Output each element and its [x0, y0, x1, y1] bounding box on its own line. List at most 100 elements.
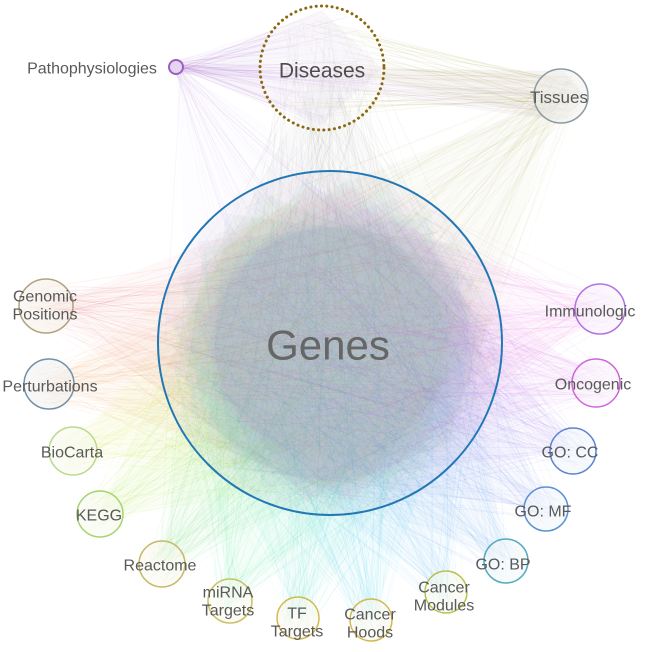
edge-line: [301, 89, 580, 270]
edge-line: [215, 97, 548, 425]
edge-line: [452, 238, 615, 381]
edge-line: [289, 97, 578, 103]
edge-line: [150, 314, 302, 572]
edge-line: [365, 338, 564, 507]
edge-line: [233, 221, 499, 564]
edge-line: [85, 255, 421, 444]
node-cancer-modules[interactable]: [424, 570, 468, 614]
edge-line: [172, 67, 561, 105]
edge-line: [243, 286, 553, 523]
edge-line: [50, 374, 331, 484]
node-pathophysiologies[interactable]: [168, 59, 184, 75]
edge-line: [174, 45, 297, 64]
node-go-cc[interactable]: [549, 427, 597, 475]
edge-line: [249, 363, 586, 466]
edge-line: [434, 77, 568, 366]
edge-line: [306, 308, 598, 418]
edge-wash: [186, 191, 474, 593]
node-kegg[interactable]: [76, 490, 124, 538]
edge-line: [293, 212, 535, 512]
edge-line: [211, 384, 454, 592]
node-genomic-positions[interactable]: [18, 278, 74, 334]
edge-line: [231, 404, 302, 605]
edge-line: [154, 467, 320, 555]
edge-line: [67, 449, 398, 479]
edge-line: [347, 103, 545, 393]
edge-line: [311, 231, 330, 613]
edge-line: [249, 207, 620, 301]
edge-line: [175, 24, 331, 69]
edge-line: [342, 453, 504, 578]
edge-line: [334, 64, 405, 199]
edge-line: [366, 429, 398, 610]
edge-line: [392, 447, 562, 472]
edge-line: [369, 336, 381, 606]
edge-line: [41, 318, 334, 486]
node-oncogenic[interactable]: [571, 358, 621, 408]
node-go-mf[interactable]: [523, 486, 569, 532]
edge-line: [273, 74, 334, 332]
edge-line: [168, 209, 356, 554]
edge-line: [248, 205, 550, 516]
edge-line: [229, 467, 377, 590]
edges-tf-targets-genes: [172, 177, 488, 636]
edge-line: [219, 465, 559, 511]
edge-line: [92, 448, 354, 528]
edge-line: [162, 246, 240, 565]
edges-tissues-genes: [165, 73, 584, 500]
node-go-bp[interactable]: [483, 538, 529, 584]
edge-line: [291, 74, 582, 84]
edge-line: [209, 228, 451, 600]
edge-line: [205, 326, 599, 339]
edge-line: [176, 70, 240, 269]
node-tf-targets[interactable]: [276, 596, 320, 640]
node-tissues[interactable]: [533, 68, 589, 124]
edge-line: [211, 381, 442, 605]
edge-line: [37, 378, 264, 495]
edge-line: [175, 63, 477, 313]
edge-line: [229, 79, 570, 368]
edge-line: [346, 78, 549, 285]
edge-line: [399, 207, 605, 300]
node-genes[interactable]: [157, 170, 503, 516]
node-reactome[interactable]: [138, 540, 186, 588]
node-mirna-targets[interactable]: [207, 578, 253, 624]
edge-line: [147, 290, 448, 573]
edge-line: [59, 384, 300, 459]
edge-line: [375, 401, 389, 615]
edge-line: [364, 234, 417, 612]
edge-line: [249, 393, 555, 521]
edge-line: [264, 300, 610, 396]
edge-line: [295, 485, 410, 617]
edge-line: [63, 294, 278, 466]
node-cancer-hoods[interactable]: [349, 598, 393, 642]
edge-line: [216, 441, 304, 623]
edge-line: [172, 64, 306, 123]
edge-line: [61, 441, 408, 453]
edge-line: [374, 267, 556, 456]
node-diseases[interactable]: [258, 4, 386, 132]
edge-line: [266, 326, 569, 445]
node-perturbations[interactable]: [23, 358, 75, 410]
edge-line: [177, 64, 576, 86]
edge-line: [54, 315, 331, 508]
edge-line: [295, 440, 395, 631]
edge-line: [270, 253, 512, 554]
node-immunologic[interactable]: [574, 283, 626, 335]
edge-line: [338, 113, 572, 209]
edge-line: [68, 382, 236, 464]
edge-line: [103, 251, 341, 526]
edge-line: [178, 209, 415, 564]
edge-line: [250, 429, 294, 609]
edge-line: [173, 270, 453, 574]
edge-line: [67, 408, 363, 468]
node-biocarta[interactable]: [48, 426, 98, 476]
edge-line: [424, 397, 584, 436]
edge-line: [310, 333, 597, 373]
edge-line: [455, 262, 571, 454]
edge-line: [244, 387, 505, 558]
edge-line: [273, 336, 559, 449]
edge-line: [290, 182, 313, 621]
edge-line: [227, 326, 255, 608]
